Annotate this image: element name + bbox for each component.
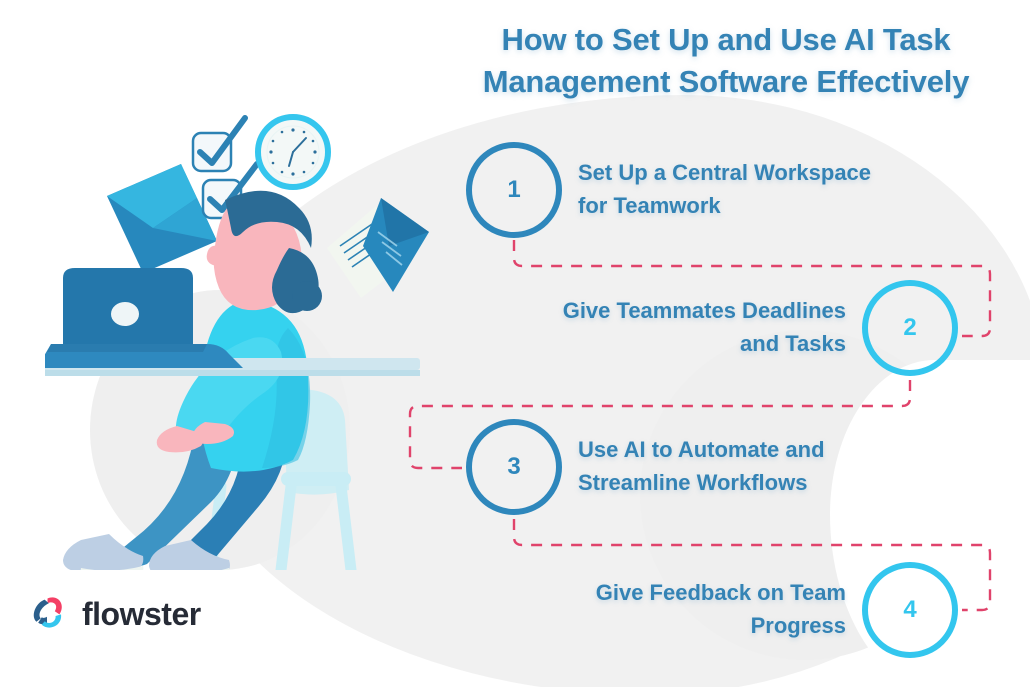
- page-title-line-2: Management Software Effectively: [482, 64, 970, 99]
- step-item-3[interactable]: 3 Use AI to Automate and Streamline Work…: [466, 419, 936, 515]
- step-number-1: 1: [507, 176, 521, 203]
- person-hands: [156, 422, 234, 453]
- step-number-circle-2[interactable]: 2: [862, 280, 958, 376]
- clock-icon: [255, 114, 331, 190]
- step-number-4: 4: [903, 596, 917, 623]
- chair: [205, 389, 357, 576]
- person-head: [206, 190, 322, 314]
- laptop-icon: [37, 268, 243, 368]
- page-title: How to Set Up and Use AI Task Management…: [436, 19, 1016, 103]
- woman-working-at-laptop-illustration: [0, 100, 445, 580]
- step-label-4: Give Feedback on Team Progress: [506, 576, 846, 642]
- step-number-circle-1[interactable]: 1: [466, 142, 562, 238]
- envelope-icon: [107, 164, 217, 273]
- step-number-2: 2: [903, 314, 917, 341]
- documents-icon: [327, 198, 429, 298]
- brand-logo[interactable]: flowster: [28, 591, 201, 637]
- step-label-4-line-1: Give Feedback on Team: [595, 580, 846, 605]
- step-number-3: 3: [507, 453, 521, 480]
- step-label-2-line-1: Give Teammates Deadlines: [562, 298, 846, 323]
- step-item-1[interactable]: 1 Set Up a Central Workspace for Teamwor…: [466, 142, 936, 238]
- brand-name: flowster: [82, 595, 201, 632]
- step-number-circle-3[interactable]: 3: [466, 419, 562, 515]
- step-label-4-line-2: Progress: [750, 613, 846, 638]
- checkbox-checked-icon: [191, 115, 248, 173]
- step-label-1-line-2: for Teamwork: [578, 193, 721, 218]
- step-label-3: Use AI to Automate and Streamline Workfl…: [578, 433, 918, 499]
- step-label-2-line-2: and Tasks: [740, 331, 846, 356]
- page-title-line-1: How to Set Up and Use AI Task: [501, 22, 951, 57]
- flowster-triangle-swirl-logo-icon: [33, 597, 62, 628]
- step-label-3-line-1: Use AI to Automate and: [578, 437, 825, 462]
- step-label-1: Set Up a Central Workspace for Teamwork: [578, 156, 918, 222]
- step-label-1-line-1: Set Up a Central Workspace: [578, 160, 872, 185]
- step-number-circle-4[interactable]: 4: [862, 562, 958, 658]
- step-label-3-line-2: Streamline Workflows: [578, 470, 808, 495]
- step-label-2: Give Teammates Deadlines and Tasks: [506, 294, 846, 360]
- step-item-4[interactable]: 4 Give Feedback on Team Progress: [490, 562, 958, 658]
- step-item-2[interactable]: 2 Give Teammates Deadlines and Tasks: [490, 280, 958, 376]
